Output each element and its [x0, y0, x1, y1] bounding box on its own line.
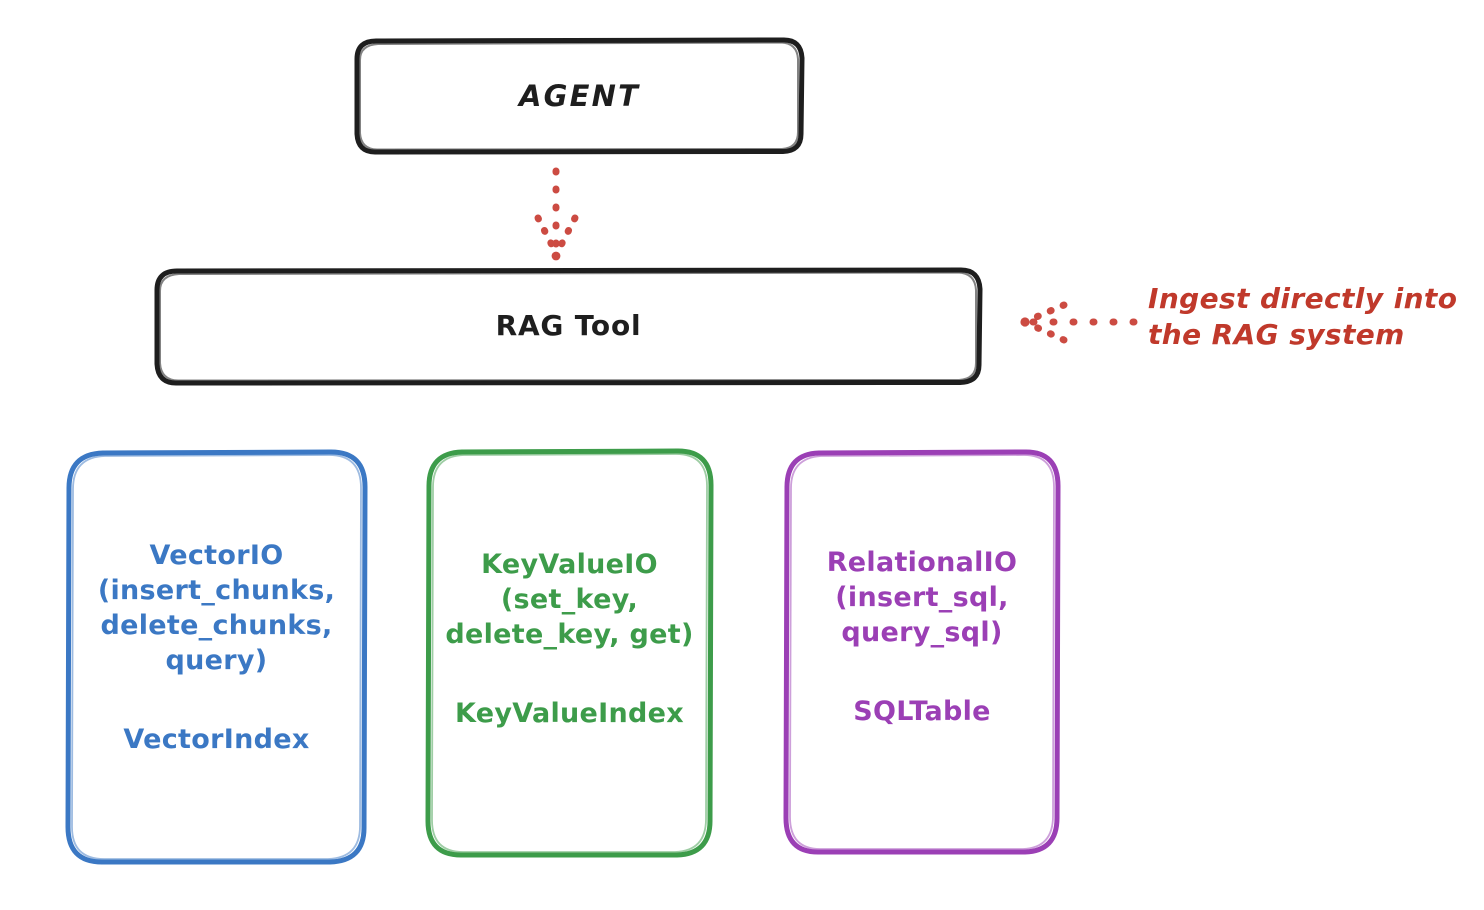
ingest-arrow-connector — [1020, 301, 1138, 344]
relational-io-node-outline[interactable] — [783, 449, 1061, 855]
ingest-annotation-label: Ingest directly into the RAG system — [1148, 282, 1458, 352]
key-value-io-node-outline[interactable] — [425, 448, 714, 858]
agent-to-rag-tool-connector — [534, 167, 579, 261]
vector-io-node-outline[interactable] — [65, 449, 368, 865]
rag-tool-node-outline[interactable] — [154, 267, 983, 386]
agent-node-outline[interactable] — [354, 37, 805, 155]
